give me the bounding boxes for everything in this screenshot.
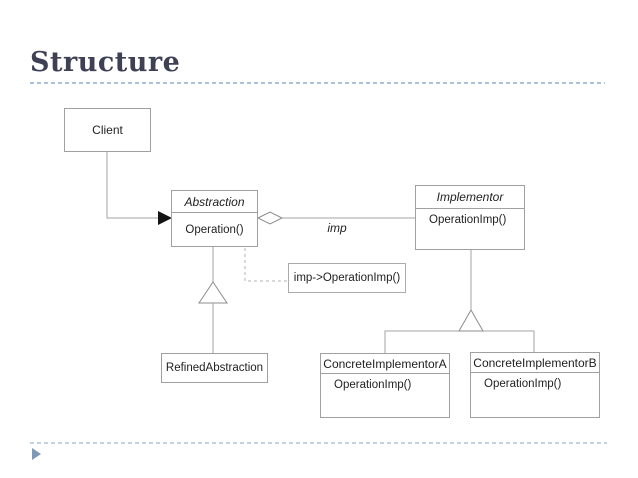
footer-arrow-icon bbox=[32, 448, 41, 460]
aggregation-diamond-icon bbox=[256, 211, 284, 225]
connector-implementor-branch bbox=[384, 330, 535, 353]
inheritance-triangle-icon bbox=[198, 281, 228, 304]
arrowhead-solid-icon bbox=[158, 211, 172, 225]
inheritance-triangle-icon bbox=[458, 308, 484, 332]
class-box-refined-abstraction: RefinedAbstraction bbox=[161, 353, 268, 383]
class-method: OperationImp() bbox=[334, 379, 412, 391]
note-dashed-connector bbox=[244, 248, 287, 282]
class-box-client: Client bbox=[64, 108, 151, 152]
class-method: OperationImp() bbox=[484, 378, 562, 390]
class-name: RefinedAbstraction bbox=[165, 362, 264, 374]
class-box-implementor: Implementor OperationImp() bbox=[415, 185, 525, 250]
title-underline-rule bbox=[30, 82, 605, 84]
class-box-concrete-implementor-a: ConcreteImplementorA OperationImp() bbox=[320, 353, 450, 418]
note-box: imp->OperationImp() bbox=[288, 263, 406, 293]
class-name: ConcreteImplementorA bbox=[321, 354, 449, 374]
connector-client-abstraction bbox=[106, 152, 159, 219]
class-name: Client bbox=[92, 123, 123, 137]
class-name: Implementor bbox=[416, 186, 524, 209]
class-name: Abstraction bbox=[172, 191, 257, 213]
imp-role-label: imp bbox=[327, 221, 347, 235]
class-box-concrete-implementor-b: ConcreteImplementorB OperationImp() bbox=[470, 352, 600, 418]
class-box-abstraction: Abstraction Operation() bbox=[171, 190, 258, 247]
class-method: Operation() bbox=[185, 223, 244, 236]
note-text: imp->OperationImp() bbox=[293, 272, 401, 284]
class-name: ConcreteImplementorB bbox=[471, 353, 599, 373]
footer-rule bbox=[30, 442, 607, 444]
slide-title: Structure bbox=[30, 47, 181, 78]
class-method: OperationImp() bbox=[429, 214, 507, 226]
